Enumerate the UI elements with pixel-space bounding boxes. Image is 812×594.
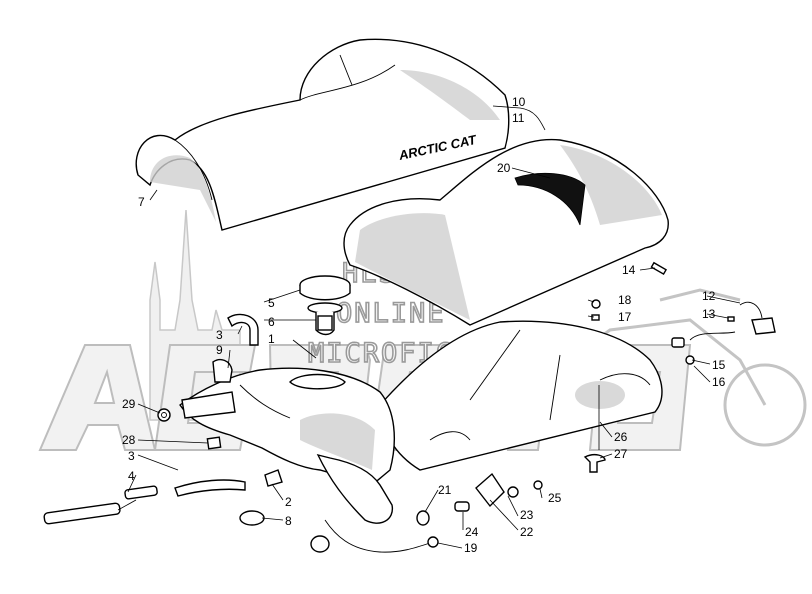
callout-14: 14 bbox=[622, 263, 636, 277]
callout-28: 28 bbox=[122, 433, 136, 447]
callout-7: 7 bbox=[138, 195, 145, 209]
callout-29: 29 bbox=[122, 397, 136, 411]
callout-4: 4 bbox=[128, 469, 135, 483]
callout-9: 9 bbox=[216, 343, 223, 357]
callout-20: 20 bbox=[497, 161, 511, 175]
callout-24: 24 bbox=[465, 525, 479, 539]
callout-25: 25 bbox=[548, 491, 562, 505]
callout-10: 10 bbox=[512, 95, 526, 109]
callout-11: 11 bbox=[512, 111, 525, 125]
leader-lines bbox=[117, 105, 741, 549]
seat-base bbox=[343, 138, 669, 326]
callout-1: 1 bbox=[268, 332, 275, 346]
callout-19: 19 bbox=[464, 541, 478, 555]
fuel-cap-assembly bbox=[299, 275, 351, 336]
callout-26: 26 bbox=[614, 430, 628, 444]
callout-23: 23 bbox=[520, 508, 534, 522]
callout-2: 2 bbox=[285, 495, 292, 509]
watermark-line-2: ONLINE bbox=[336, 298, 446, 329]
callout-15: 15 bbox=[712, 358, 726, 372]
callout-3-lower: 3 bbox=[128, 449, 135, 463]
callout-22: 22 bbox=[520, 525, 534, 539]
callouts: 1 2 3 3 4 5 6 7 8 9 10 11 12 13 14 15 16… bbox=[122, 95, 726, 555]
callout-16: 16 bbox=[712, 375, 726, 389]
hardware-upper bbox=[591, 261, 776, 365]
callout-27: 27 bbox=[614, 447, 628, 461]
callout-12: 12 bbox=[702, 289, 716, 303]
callout-3-upper: 3 bbox=[216, 328, 223, 342]
fuel-tank-assembly bbox=[179, 320, 663, 524]
callout-18: 18 bbox=[618, 293, 632, 307]
callout-8: 8 bbox=[285, 514, 292, 528]
seat-cover: ARCTIC CAT bbox=[135, 38, 510, 231]
callout-17: 17 bbox=[618, 310, 632, 324]
hoses bbox=[43, 313, 283, 525]
lower-hardware bbox=[239, 385, 606, 553]
callout-21: 21 bbox=[438, 483, 452, 497]
callout-13: 13 bbox=[702, 307, 716, 321]
callout-5: 5 bbox=[268, 296, 275, 310]
callout-6: 6 bbox=[268, 315, 275, 329]
